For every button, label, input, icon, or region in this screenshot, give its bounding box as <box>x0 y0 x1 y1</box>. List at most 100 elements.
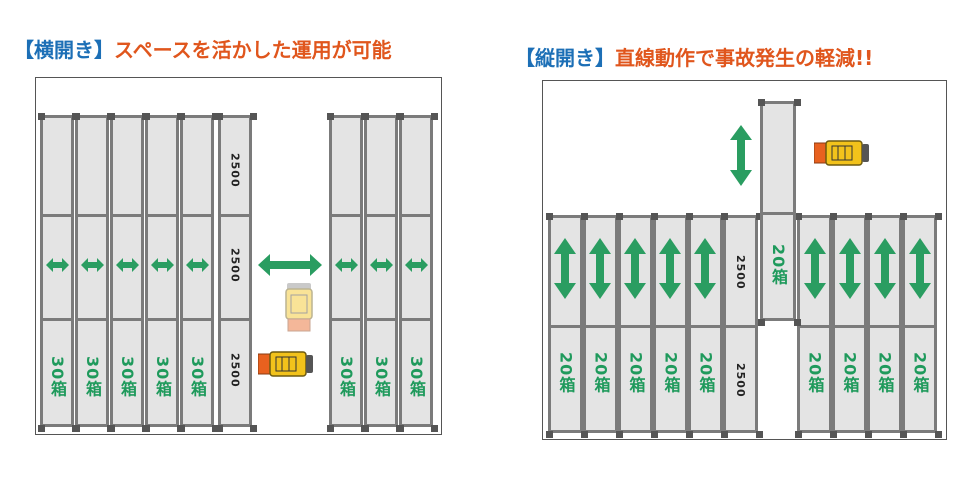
box-count-label: 30箱 <box>118 356 137 398</box>
rack-post <box>397 113 404 120</box>
box-count-label: 30箱 <box>372 356 391 398</box>
rack-beam <box>583 325 618 328</box>
rack-post <box>865 213 872 220</box>
rack-post <box>758 319 765 326</box>
rack-post <box>38 113 45 120</box>
rack-post <box>546 213 553 220</box>
rack-column: 30箱 <box>108 113 149 432</box>
box-count-label: 20箱 <box>875 352 895 394</box>
rack-post <box>212 425 219 432</box>
rack-beam <box>902 325 937 328</box>
dimension-label: 2500 <box>228 353 242 388</box>
box-count-label: 20箱 <box>840 352 860 394</box>
rack-beam <box>364 214 398 217</box>
rack-beam <box>145 214 179 217</box>
rack-beam <box>653 325 688 328</box>
box-count-label: 20箱 <box>591 352 611 394</box>
rack-beam <box>40 214 74 217</box>
rack-post <box>431 425 438 432</box>
rack-beam <box>867 325 902 328</box>
box-count-label: 30箱 <box>337 356 356 398</box>
left-title: 【横開き】スペースを活かした運用が可能 <box>14 38 392 62</box>
rack-beam <box>797 325 832 328</box>
rack-beam <box>180 318 214 321</box>
right-title-bracket-close: 】 <box>595 46 615 70</box>
rack-post <box>795 431 802 438</box>
rack-column: 30箱 <box>362 113 403 432</box>
right-title-bracket-open: 【 <box>515 46 535 70</box>
left-title-text: スペースを活かした運用が可能 <box>114 38 392 62</box>
box-count-label: 30箱 <box>83 356 102 398</box>
rack-post <box>794 99 801 106</box>
rack-post <box>397 425 404 432</box>
rack-post <box>935 431 942 438</box>
forklift-icon <box>814 140 869 166</box>
rack-post <box>794 319 801 326</box>
rack-post <box>143 425 150 432</box>
rack-post <box>73 425 80 432</box>
rack-post <box>108 425 115 432</box>
rack-beam <box>688 325 723 328</box>
rack-column: 30箱 <box>178 113 219 432</box>
rack-post <box>108 113 115 120</box>
rack-post <box>216 425 223 432</box>
rack-beam <box>760 212 796 215</box>
rack-beam <box>40 318 74 321</box>
rack-beam <box>399 318 433 321</box>
right-title-mode: 縦開き <box>535 46 595 70</box>
box-count-label: 20箱 <box>626 352 646 394</box>
rack-column: 30箱 <box>327 113 368 432</box>
rack-column: 30箱 <box>73 113 114 432</box>
rack-post <box>651 213 658 220</box>
rack-post <box>830 431 837 438</box>
right-title-text: 直線動作で事故発生の軽減!! <box>615 46 874 70</box>
rack-post <box>546 431 553 438</box>
left-title-bracket-open: 【 <box>14 38 34 62</box>
box-count-label: 20箱 <box>769 244 788 286</box>
rack-column: 20箱 <box>616 213 658 438</box>
rack-beam <box>75 318 109 321</box>
dimension-label: 2500 <box>734 363 747 398</box>
rack-beam <box>180 214 214 217</box>
rack-column: 20箱 <box>865 213 907 438</box>
rack-beam <box>832 325 867 328</box>
rack-post <box>756 213 763 220</box>
rack-post <box>756 431 763 438</box>
rack-column: 20箱 <box>581 213 623 438</box>
rack-post <box>581 213 588 220</box>
rack-post <box>250 425 257 432</box>
rack-post <box>143 113 150 120</box>
box-count-label: 30箱 <box>188 356 207 398</box>
rack-beam <box>75 214 109 217</box>
rack-column-extracted: 20箱 <box>758 99 801 326</box>
rack-post <box>73 113 80 120</box>
rack-post <box>431 113 438 120</box>
left-title-bracket-close: 】 <box>94 38 114 62</box>
rack-beam <box>145 318 179 321</box>
rack-beam <box>218 214 252 217</box>
rack-post <box>758 99 765 106</box>
rack-post <box>795 213 802 220</box>
box-count-label: 20箱 <box>910 352 930 394</box>
rack-column: 20箱 <box>651 213 693 438</box>
rack-post <box>830 213 837 220</box>
box-count-label: 30箱 <box>48 356 67 398</box>
rack-post <box>581 431 588 438</box>
rack-post <box>686 213 693 220</box>
forklift-faded-icon <box>285 283 313 332</box>
rack-post <box>900 213 907 220</box>
rack-post <box>900 431 907 438</box>
rack-beam <box>548 325 583 328</box>
box-count-label: 20箱 <box>556 352 576 394</box>
dimension-label: 2500 <box>228 153 242 188</box>
rack-post <box>216 113 223 120</box>
rack-beam <box>364 318 398 321</box>
rack-beam <box>110 214 144 217</box>
rack-column: 20箱 <box>795 213 837 438</box>
rack-column: 30箱 <box>397 113 438 432</box>
box-count-label: 30箱 <box>153 356 172 398</box>
rack-beam <box>723 325 758 328</box>
rack-post <box>362 425 369 432</box>
right-title: 【縦開き】直線動作で事故発生の軽減!! <box>515 46 873 70</box>
